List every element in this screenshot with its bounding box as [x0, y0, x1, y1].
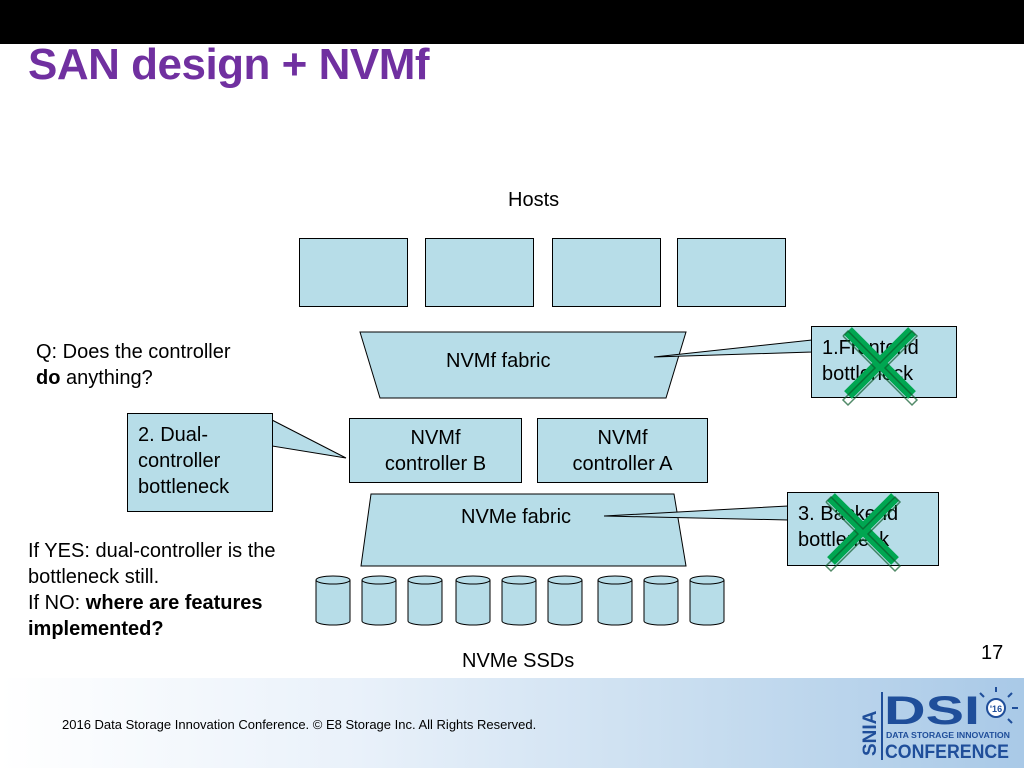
controller-a-box: NVMf controller A — [537, 418, 708, 483]
no-bold2: implemented? — [28, 618, 164, 640]
page-number: 17 — [981, 642, 1004, 664]
ssd-cylinder — [643, 575, 679, 626]
controller-b-box: NVMf controller B — [349, 418, 522, 483]
ssds-label: NVMe SSDs — [462, 650, 575, 672]
yes-line1: If YES: dual-controller is the — [28, 540, 276, 562]
yes-line2: bottleneck still. — [28, 566, 160, 588]
no-line: If NO: where are features — [28, 590, 276, 616]
question-bold-word: do — [36, 367, 61, 389]
ssd-cylinder — [407, 575, 443, 626]
top-bar — [0, 0, 1024, 44]
logo-sub: DATA STORAGE INNOVATION — [886, 731, 1010, 740]
ssd-cylinders — [315, 575, 725, 626]
dsi-conference-logo: SNIA DSI '16 DATA STORAGE INNOVATION CON… — [854, 686, 1024, 764]
ssd-cylinder — [547, 575, 583, 626]
logo-org: SNIA — [860, 710, 881, 756]
nvme-fabric-label: NVMe fabric — [461, 506, 572, 528]
nvme-fabric-shape — [360, 493, 687, 567]
question-text: Q: Does the controller do anything? — [36, 339, 231, 391]
question-rest: anything? — [60, 367, 153, 389]
nvmf-fabric-shape — [359, 331, 687, 399]
no-prefix: If NO: — [28, 592, 86, 614]
footer-copyright: 2016 Data Storage Innovation Conference.… — [62, 717, 537, 732]
host-box — [425, 238, 534, 307]
dual-controller-callout: 2. Dual- controller bottleneck — [127, 413, 273, 512]
controller-a-line2: controller A — [572, 452, 673, 475]
no-bold1: where are features — [85, 592, 263, 614]
logo-mark: DSI — [884, 689, 980, 733]
ssd-cylinder — [501, 575, 537, 626]
ssd-cylinder — [361, 575, 397, 626]
hosts-label: Hosts — [508, 189, 560, 211]
host-box — [299, 238, 408, 307]
dual-callout-line2: controller — [138, 450, 221, 472]
host-box — [552, 238, 661, 307]
controller-b-line1: NVMf — [410, 426, 461, 449]
dual-callout-line1: 2. Dual- — [138, 424, 209, 446]
slide-title: SAN design + NVMf — [28, 40, 430, 89]
dual-callout-line3: bottleneck — [138, 476, 230, 498]
ssd-cylinder — [597, 575, 633, 626]
controller-b-line2: controller B — [384, 452, 487, 475]
nvmf-fabric-label: NVMf fabric — [446, 350, 551, 372]
question-line1: Q: Does the controller — [36, 341, 231, 363]
host-box — [677, 238, 786, 307]
footer-band — [0, 678, 1024, 768]
ssd-cylinder — [455, 575, 491, 626]
lightbulb-icon — [979, 687, 1018, 724]
question-line2: do anything? — [36, 365, 231, 391]
controller-a-line1: NVMf — [597, 426, 648, 449]
logo-year: '16 — [990, 704, 1002, 714]
answer-text: If YES: dual-controller is the bottlenec… — [28, 538, 276, 642]
ssd-cylinder — [315, 575, 351, 626]
logo-event: CONFERENCE — [885, 742, 1009, 763]
ssd-cylinder — [689, 575, 725, 626]
